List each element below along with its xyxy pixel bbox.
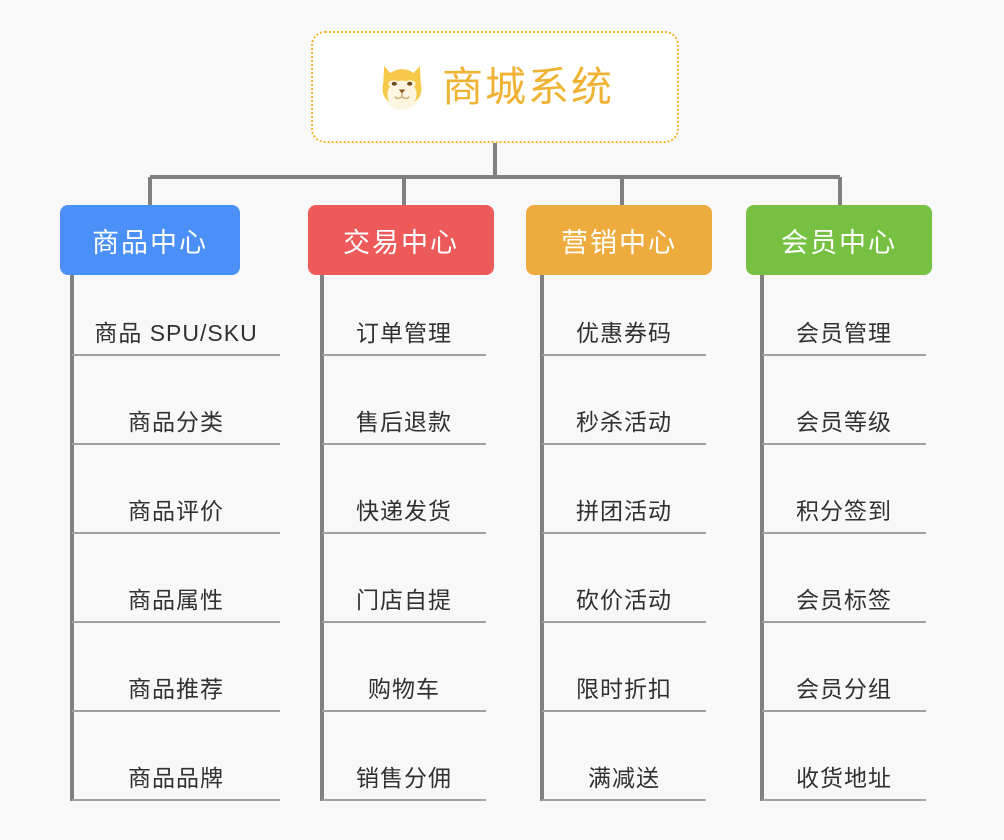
leaf-item[interactable]: 砍价活动 — [542, 567, 706, 623]
leaf-item[interactable]: 门店自提 — [322, 567, 486, 623]
leaf-item[interactable]: 秒杀活动 — [542, 389, 706, 445]
category-node-label: 交易中心 — [343, 227, 459, 258]
leaf-item[interactable]: 购物车 — [322, 656, 486, 712]
leaf-item[interactable]: 商品属性 — [72, 567, 280, 623]
category-node-label: 商品中心 — [92, 227, 208, 258]
leaf-item[interactable]: 订单管理 — [322, 300, 486, 356]
category-node-label: 会员中心 — [781, 227, 897, 258]
leaf-item[interactable]: 会员管理 — [762, 300, 926, 356]
leaf-item[interactable]: 商品推荐 — [72, 656, 280, 712]
leaf-item[interactable]: 售后退款 — [322, 389, 486, 445]
leaf-item[interactable]: 优惠券码 — [542, 300, 706, 356]
leaf-item[interactable]: 商品评价 — [72, 478, 280, 534]
leaf-item[interactable]: 满减送 — [542, 745, 706, 801]
root-node[interactable]: 商城系统 — [311, 31, 679, 143]
leaf-item[interactable]: 积分签到 — [762, 478, 926, 534]
leaf-item[interactable]: 快递发货 — [322, 478, 486, 534]
root-node-label: 商城系统 — [442, 63, 614, 110]
leaf-item[interactable]: 商品分类 — [72, 389, 280, 445]
shiba-dog-face-icon — [382, 65, 422, 110]
leaf-item[interactable]: 拼团活动 — [542, 478, 706, 534]
leaf-item[interactable]: 商品 SPU/SKU — [72, 300, 280, 356]
category-node-4[interactable]: 会员中心 — [746, 205, 932, 275]
category-node-1[interactable]: 商品中心 — [60, 205, 240, 275]
leaf-item[interactable]: 会员分组 — [762, 656, 926, 712]
leaf-item[interactable]: 商品品牌 — [72, 745, 280, 801]
category-node-label: 营销中心 — [561, 227, 677, 258]
leaf-item[interactable]: 限时折扣 — [542, 656, 706, 712]
leaf-item[interactable]: 销售分佣 — [322, 745, 486, 801]
leaf-item[interactable]: 会员等级 — [762, 389, 926, 445]
category-node-2[interactable]: 交易中心 — [308, 205, 494, 275]
category-node-3[interactable]: 营销中心 — [526, 205, 712, 275]
leaf-item[interactable]: 会员标签 — [762, 567, 926, 623]
leaf-item[interactable]: 收货地址 — [762, 745, 926, 801]
